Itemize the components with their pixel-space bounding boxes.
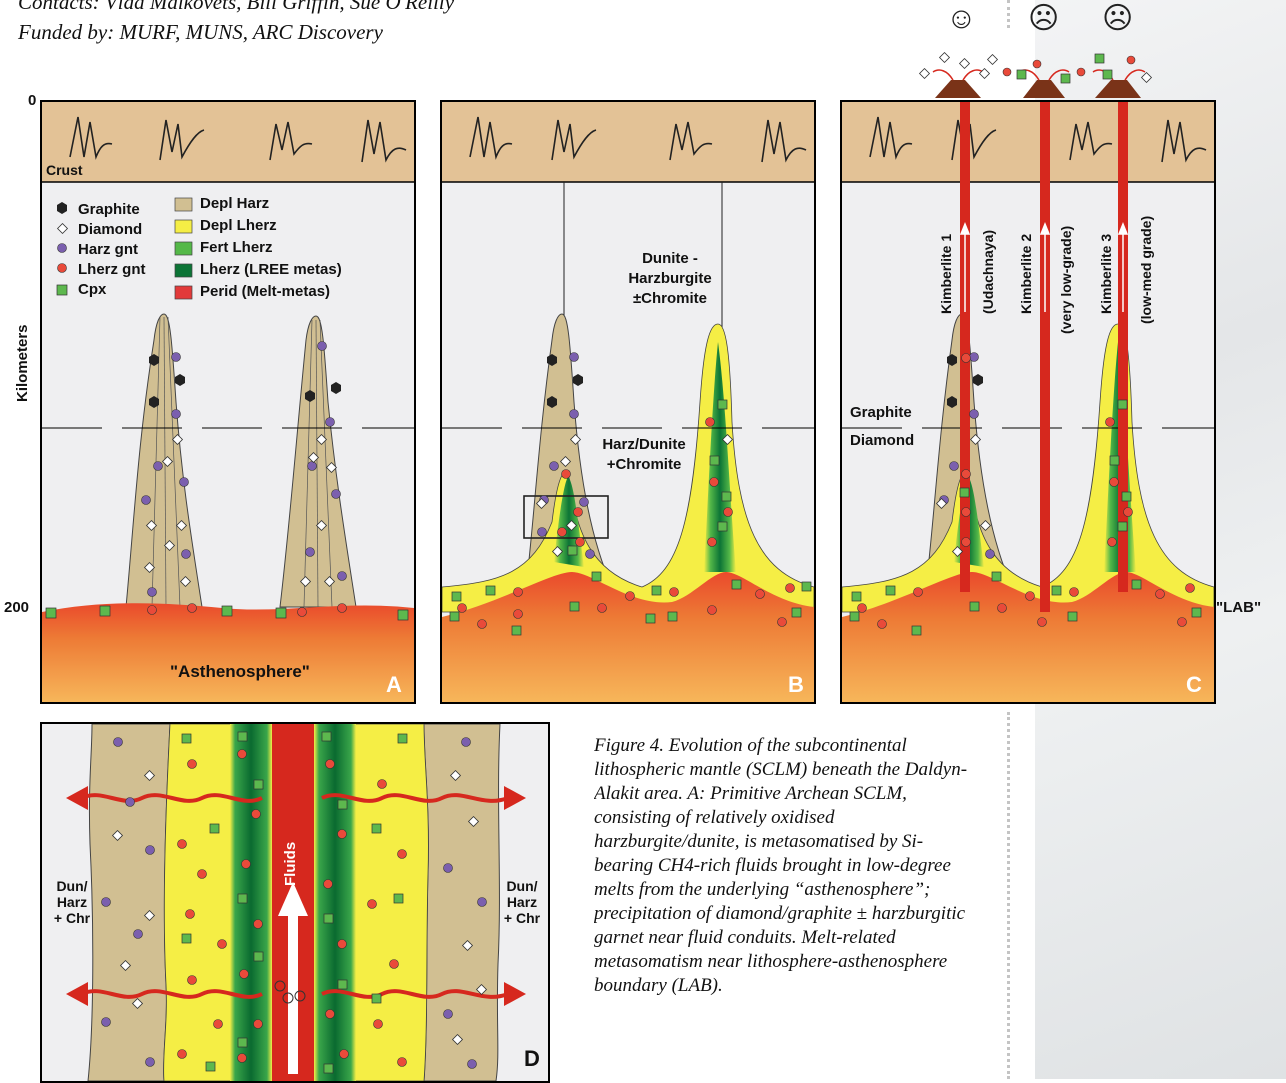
sad-face-icon: ☹ bbox=[1028, 2, 1060, 35]
legend-harz-gnt: Harz gnt bbox=[78, 241, 138, 258]
d-right-label-2: Harz bbox=[506, 894, 538, 910]
legend-cpx: Cpx bbox=[78, 281, 107, 298]
graphite-label: Graphite bbox=[850, 404, 912, 421]
panel-letter-c: C bbox=[1186, 672, 1202, 697]
legend-depl-lherz: Depl Lherz bbox=[200, 217, 277, 234]
legend-graphite: Graphite bbox=[78, 201, 140, 218]
dunite-line1: Dunite - bbox=[642, 250, 698, 267]
panel-a: Crust Graphite Diamond Harz gnt Lherz gn… bbox=[40, 100, 416, 704]
kimberlite-2-grade: (very low-grade) bbox=[1058, 225, 1074, 334]
funded-line: Funded by: MURF, MUNS, ARC Discovery bbox=[18, 20, 383, 44]
legend-depl-harz: Depl Harz bbox=[200, 195, 270, 212]
kimberlite-3-grade: (low-med grade) bbox=[1138, 215, 1154, 324]
lab-label: "LAB" bbox=[1216, 599, 1262, 616]
y-axis-label: Kilometers bbox=[14, 324, 31, 402]
harz-dunite-line1: Harz/Dunite bbox=[602, 436, 686, 453]
d-left-label-3: + Chr bbox=[53, 910, 91, 926]
legend-lherz-lree: Lherz (LREE metas) bbox=[200, 261, 342, 278]
d-left-label-2: Harz bbox=[56, 894, 88, 910]
volcano-icons bbox=[918, 51, 1153, 98]
kimberlite-3-name: Kimberlite 3 bbox=[1098, 233, 1114, 314]
d-right-label-3: + Chr bbox=[503, 910, 541, 926]
tick-0: 0 bbox=[28, 92, 37, 109]
d-left-label-1: Dun/ bbox=[56, 878, 88, 894]
fluids-label: Fluids bbox=[282, 841, 299, 886]
asthenosphere-label: "Asthenosphere" bbox=[170, 662, 310, 681]
dotted-divider-bottom bbox=[1007, 712, 1010, 1079]
legend-fert-lherz: Fert Lherz bbox=[200, 239, 273, 256]
panel-c: Kimberlite 1 (Udachnaya) Kimberlite 2 (v… bbox=[840, 100, 1216, 704]
dunite-line2: Harzburgite bbox=[628, 270, 712, 287]
legend-lherz-gnt: Lherz gnt bbox=[78, 261, 146, 278]
figure-caption: Figure 4. Evolution of the subcontinenta… bbox=[594, 735, 968, 996]
crust-label: Crust bbox=[46, 162, 83, 178]
panel-letter-d: D bbox=[524, 1046, 540, 1071]
worried-face-icon: ☹ bbox=[1102, 2, 1134, 35]
panel-d: Dun/ Harz + Chr Dun/ Harz + Chr Fluids D bbox=[40, 722, 550, 1083]
harz-dunite-line2: +Chromite bbox=[606, 456, 682, 473]
tick-200: 200 bbox=[4, 599, 30, 616]
d-right-label-1: Dun/ bbox=[506, 878, 538, 894]
dunite-line3: ±Chromite bbox=[632, 290, 708, 307]
legend-perid-melt: Perid (Melt-metas) bbox=[200, 283, 331, 300]
kimberlite-2-name: Kimberlite 2 bbox=[1018, 233, 1034, 314]
panel-letter-b: B bbox=[788, 672, 804, 697]
kimberlite-1-grade: (Udachnaya) bbox=[980, 229, 996, 314]
dotted-divider-top bbox=[1007, 0, 1010, 28]
happy-face-icon: ☺ bbox=[946, 2, 977, 35]
contacts-line: Contacts: Vlad Malkovets, Bill Griffin, … bbox=[18, 0, 455, 14]
diamond-label: Diamond bbox=[850, 432, 915, 449]
kimberlite-1-name: Kimberlite 1 bbox=[938, 233, 954, 314]
panel-b: Dunite - Harzburgite ±Chromite Harz/Duni… bbox=[440, 100, 816, 704]
legend-diamond: Diamond bbox=[78, 221, 143, 238]
panel-letter-a: A bbox=[386, 672, 402, 697]
